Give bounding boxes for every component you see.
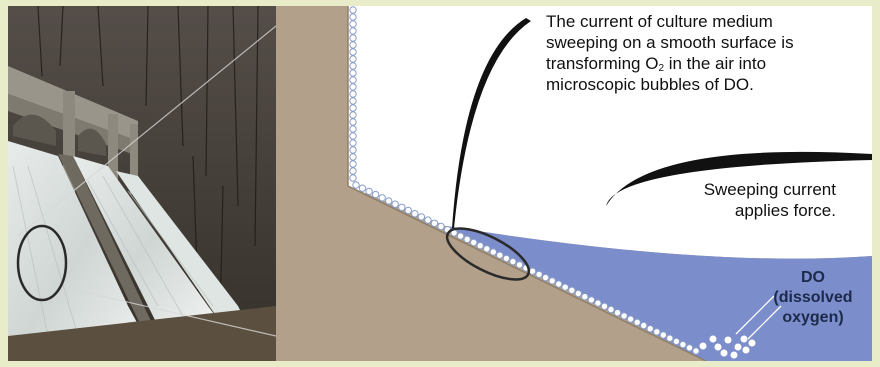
force-caption: Sweeping current applies force. (658, 179, 836, 221)
oxygen-bubble (350, 105, 356, 111)
oxygen-bubble (529, 268, 535, 274)
oxygen-bubble (608, 306, 614, 312)
oxygen-bubble (350, 84, 356, 90)
oxygen-bubble (680, 341, 686, 347)
oxygen-bubble (412, 211, 418, 217)
oxygen-bubble (350, 133, 356, 139)
oxygen-bubble (673, 338, 679, 344)
oxygen-bubble (350, 42, 356, 48)
oxygen-bubble (350, 147, 356, 153)
oxygen-bubble (477, 243, 483, 249)
oxygen-bubble (536, 271, 542, 277)
oxygen-bubble (350, 63, 356, 69)
oxygen-bubble (654, 329, 660, 335)
oxygen-bubble (379, 195, 385, 201)
oxygen-bubble (350, 98, 356, 104)
oxygen-bubble (366, 188, 372, 194)
oxygen-bubble (425, 217, 431, 223)
oxygen-bubble (350, 91, 356, 97)
oxygen-bubble (601, 303, 607, 309)
oxygen-bubble (350, 168, 356, 174)
main-caption: The current of culture medium sweeping o… (546, 11, 846, 95)
main-caption-line-3-start: transforming O (546, 54, 658, 73)
bubbles-along-wall (350, 7, 356, 181)
oxygen-bubble (438, 223, 444, 229)
oxygen-bubble (516, 262, 522, 268)
oxygen-bubble (350, 35, 356, 41)
oxygen-bubble (471, 239, 477, 245)
oxygen-bubble (350, 77, 356, 83)
oxygen-bubble (350, 21, 356, 27)
oxygen-bubble (693, 348, 699, 354)
oxygen-bubble (350, 14, 356, 20)
oxygen-bubble (484, 246, 490, 252)
figure-content: The current of culture medium sweeping o… (8, 6, 872, 361)
oxygen-bubble (350, 49, 356, 55)
do-label-line-1: DO (748, 268, 872, 288)
oxygen-bubble (464, 236, 470, 242)
oxygen-bubble (350, 140, 356, 146)
main-caption-line-4: microscopic bubbles of DO. (546, 74, 846, 95)
main-caption-line-1: The current of culture medium (546, 11, 846, 32)
oxygen-bubble (614, 310, 620, 316)
force-caption-line-1: Sweeping current (658, 179, 836, 200)
oxygen-bubble (490, 249, 496, 255)
oxygen-bubble (647, 326, 653, 332)
oxygen-bubble (386, 198, 392, 204)
oxygen-bubble (350, 28, 356, 34)
oxygen-bubble (510, 258, 516, 264)
do-label-line-2: (dissolved (748, 288, 872, 308)
oxygen-bubble (542, 274, 548, 280)
oxygen-bubble (595, 300, 601, 306)
oxygen-bubble (399, 204, 405, 210)
oxygen-bubble (350, 56, 356, 62)
main-caption-line-3-end: in the air into (664, 54, 766, 73)
main-caption-line-3: transforming O2 in the air into (546, 53, 846, 74)
oxygen-bubble (405, 207, 411, 213)
oxygen-bubble (350, 126, 356, 132)
oxygen-bubble (667, 335, 673, 341)
dam-photo-illustration (8, 6, 276, 361)
oxygen-bubble (359, 185, 365, 191)
oxygen-bubble (562, 284, 568, 290)
oxygen-bubble (660, 332, 666, 338)
oxygen-bubble (641, 322, 647, 328)
oxygen-bubble (686, 345, 692, 351)
oxygen-bubble (418, 214, 424, 220)
dam-spillway-photo (8, 6, 276, 361)
oxygen-bubble (634, 319, 640, 325)
oxygen-bubble (350, 154, 356, 160)
oxygen-bubble (392, 201, 398, 207)
oxygen-bubble (503, 255, 509, 261)
oxygen-bubble (582, 294, 588, 300)
main-caption-line-2: sweeping on a smooth surface is (546, 32, 846, 53)
oxygen-bubble (569, 287, 575, 293)
oxygen-bubble (350, 7, 356, 13)
oxygen-bubble (350, 112, 356, 118)
oxygen-bubble (497, 252, 503, 258)
oxygen-bubble (431, 220, 437, 226)
oxygen-bubble (457, 233, 463, 239)
do-label: DO (dissolved oxygen) (748, 268, 872, 328)
oxygen-bubble (549, 278, 555, 284)
oxygen-bubble (556, 281, 562, 287)
oxygen-bubble (350, 175, 356, 181)
oxygen-bubble (350, 161, 356, 167)
oxygen-bubble (372, 191, 378, 197)
oxygen-bubble (588, 297, 594, 303)
oxygen-bubble (621, 313, 627, 319)
oxygen-bubble (353, 182, 359, 188)
oxygen-bubble (350, 70, 356, 76)
oxygen-bubble (350, 119, 356, 125)
force-caption-line-2: applies force. (658, 200, 836, 221)
do-label-line-3: oxygen) (748, 308, 872, 328)
oxygen-bubble (627, 316, 633, 322)
oxygen-bubble (575, 290, 581, 296)
